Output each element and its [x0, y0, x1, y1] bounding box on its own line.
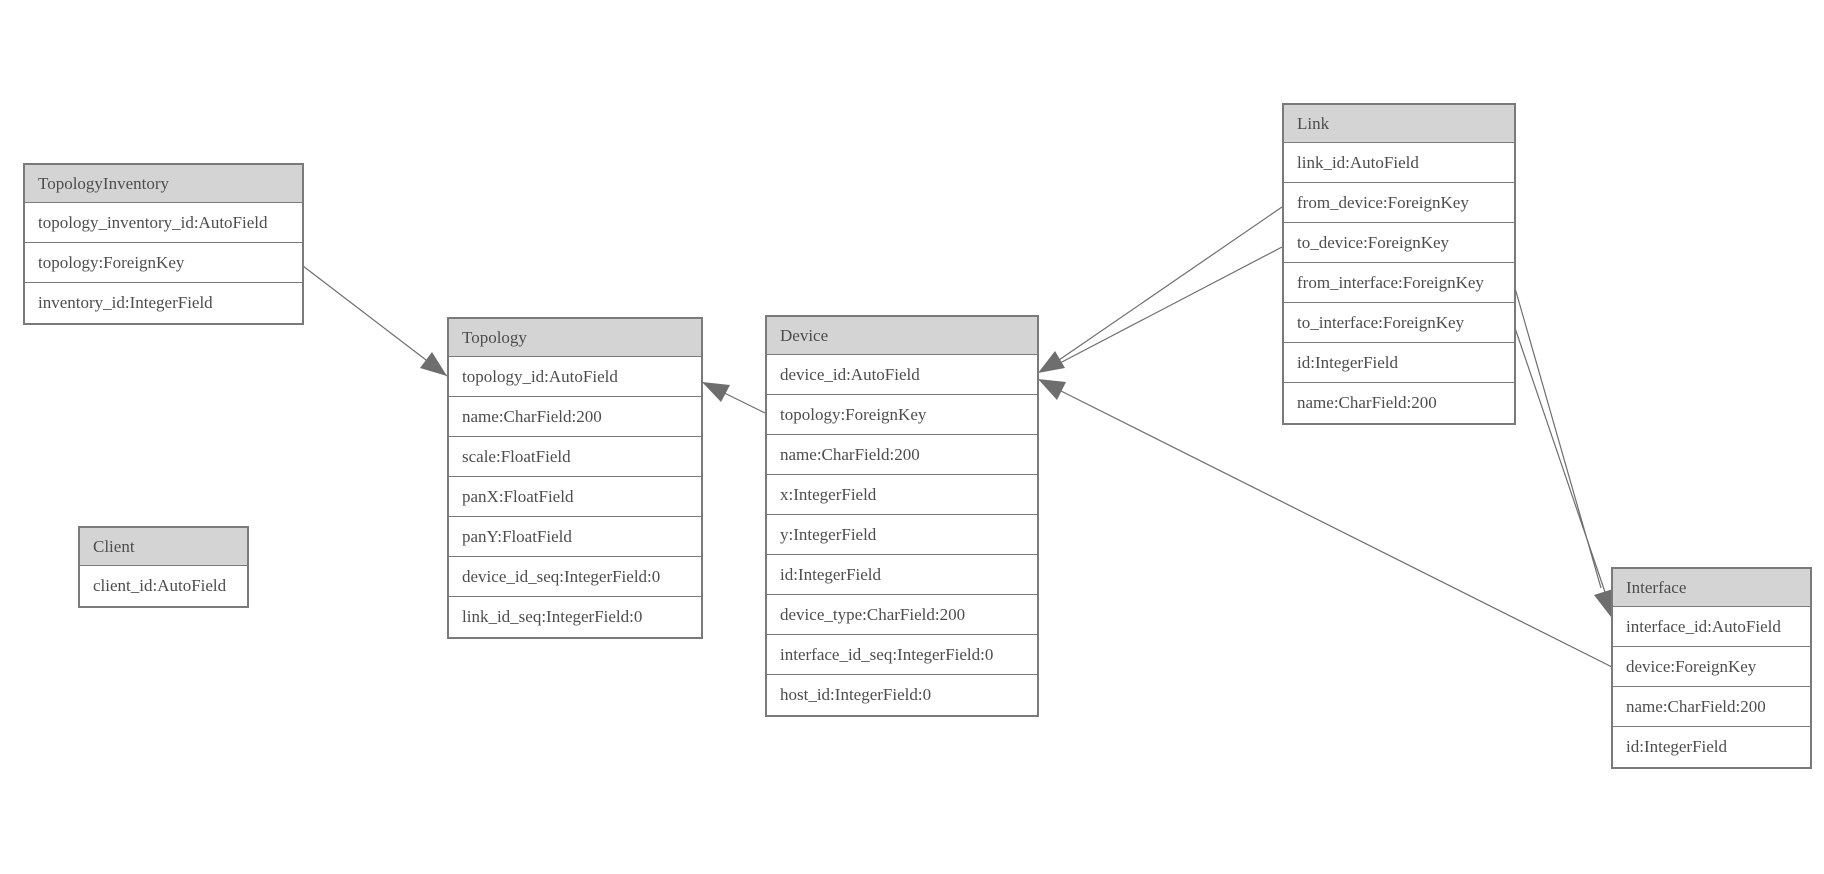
- field-row: host_id:IntegerField:0: [767, 675, 1037, 715]
- field-row: client_id:AutoField: [80, 566, 247, 606]
- entity-link-title: Link: [1284, 105, 1514, 143]
- field-row: device_type:CharField:200: [767, 595, 1037, 635]
- entity-device-title: Device: [767, 317, 1037, 355]
- entity-topology-inventory: TopologyInventory topology_inventory_id:…: [23, 163, 304, 325]
- entity-topology-inventory-title: TopologyInventory: [25, 165, 302, 203]
- field-row: device_id:AutoField: [767, 355, 1037, 395]
- field-row: to_device:ForeignKey: [1284, 223, 1514, 263]
- edge-link-fromdevice-device: [1058, 206, 1283, 361]
- field-row: name:CharField:200: [767, 435, 1037, 475]
- field-row: id:IntegerField: [767, 555, 1037, 595]
- arrowhead-device-lower: [1038, 379, 1066, 400]
- field-row: x:IntegerField: [767, 475, 1037, 515]
- edge-topologyinventory-topology: [302, 265, 448, 377]
- field-row: topology:ForeignKey: [767, 395, 1037, 435]
- field-row: panY:FloatField: [449, 517, 701, 557]
- edge-interface-device: [1038, 379, 1613, 668]
- field-row: scale:FloatField: [449, 437, 701, 477]
- entity-interface-title: Interface: [1613, 569, 1810, 607]
- edge-link-todevice-device: [1038, 246, 1283, 373]
- field-row: name:CharField:200: [1613, 687, 1810, 727]
- entity-device: Device device_id:AutoField topology:Fore…: [765, 315, 1039, 717]
- edge-device-topology: [701, 381, 766, 414]
- entity-topology-title: Topology: [449, 319, 701, 357]
- arrowhead-topology-right: [702, 382, 730, 402]
- field-row: topology_inventory_id:AutoField: [25, 203, 302, 243]
- entity-client-title: Client: [80, 528, 247, 566]
- field-row: name:CharField:200: [449, 397, 701, 437]
- field-row: device:ForeignKey: [1613, 647, 1810, 687]
- field-row: interface_id_seq:IntegerField:0: [767, 635, 1037, 675]
- entity-client: Client client_id:AutoField: [78, 526, 249, 608]
- field-row: topology:ForeignKey: [25, 243, 302, 283]
- field-row: name:CharField:200: [1284, 383, 1514, 423]
- entity-interface: Interface interface_id:AutoField device:…: [1611, 567, 1812, 769]
- arrowhead-interface: [1594, 589, 1613, 617]
- field-row: from_device:ForeignKey: [1284, 183, 1514, 223]
- field-row: topology_id:AutoField: [449, 357, 701, 397]
- entity-link: Link link_id:AutoField from_device:Forei…: [1282, 103, 1516, 425]
- field-row: interface_id:AutoField: [1613, 607, 1810, 647]
- field-row: from_interface:ForeignKey: [1284, 263, 1514, 303]
- arrowhead-device-upper: [1038, 351, 1065, 373]
- field-row: id:IntegerField: [1284, 343, 1514, 383]
- field-row: to_interface:ForeignKey: [1284, 303, 1514, 343]
- field-row: inventory_id:IntegerField: [25, 283, 302, 323]
- field-row: panX:FloatField: [449, 477, 701, 517]
- edge-link-tointerface-interface: [1514, 327, 1613, 617]
- field-row: id:IntegerField: [1613, 727, 1810, 767]
- arrowhead-topology-left: [420, 352, 447, 376]
- field-row: device_id_seq:IntegerField:0: [449, 557, 701, 597]
- field-row: link_id:AutoField: [1284, 143, 1514, 183]
- field-row: y:IntegerField: [767, 515, 1037, 555]
- entity-topology: Topology topology_id:AutoField name:Char…: [447, 317, 703, 639]
- field-row: link_id_seq:IntegerField:0: [449, 597, 701, 637]
